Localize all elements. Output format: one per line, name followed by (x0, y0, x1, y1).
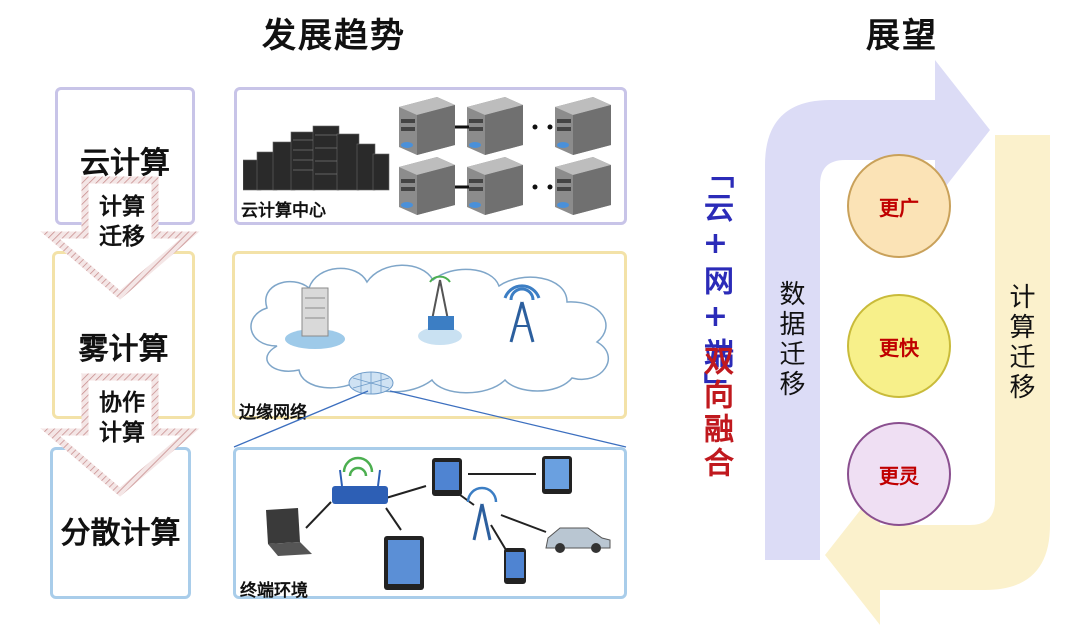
panel-label-datacenter: 云计算中心 (241, 201, 326, 221)
prospect-circle-broader: 更广 (847, 154, 951, 258)
panel-label-terminal: 终端环境 (240, 581, 308, 601)
flow-label-compute: 计算迁移 (1005, 283, 1035, 403)
cloud-datacenter-panel: 云计算中心 (234, 87, 627, 225)
arrow-label-migration: 计算迁移 (99, 194, 145, 250)
migration-down-arrow (40, 176, 200, 300)
flow-label-data: 数据迁移 (775, 280, 805, 400)
mesh-node-icon (348, 371, 394, 395)
datacenter-racks-icon (243, 125, 390, 191)
server-cluster-icon (399, 97, 611, 215)
terminal-env-panel: 终端环境 (233, 447, 627, 601)
prospect-label-broader: 更广 (879, 195, 919, 220)
title-development-trend: 发展趋势 (262, 16, 406, 56)
prospect-label-flexible: 更灵 (879, 463, 919, 488)
gateway-icon (418, 275, 462, 345)
panel-label-edge: 边缘网络 (239, 403, 307, 423)
edge-server-icon (285, 287, 345, 349)
slogan-rest: 双向融合 (698, 345, 733, 481)
title-outlook: 展望 (866, 16, 938, 56)
prospect-circle-faster: 更快 (847, 294, 951, 398)
device-network-icon (266, 456, 611, 590)
tier-label-cloud: 云计算 (80, 146, 170, 181)
tier-label-distributed: 分散计算 (60, 516, 181, 551)
collaboration-down-arrow (40, 373, 200, 497)
slogan-bracketed: 「云+网+端」 (698, 158, 733, 406)
arrow-label-collaboration: 协作计算 (99, 390, 145, 446)
router-icon (332, 456, 388, 504)
prospect-circle-flexible: 更灵 (847, 422, 951, 526)
edge-network-panel: 边缘网络 (232, 251, 627, 423)
zoom-connector-lines (233, 390, 627, 448)
prospect-label-faster: 更快 (879, 335, 919, 360)
tier-label-fog: 雾计算 (78, 332, 169, 367)
antenna-tower-icon (503, 284, 541, 343)
